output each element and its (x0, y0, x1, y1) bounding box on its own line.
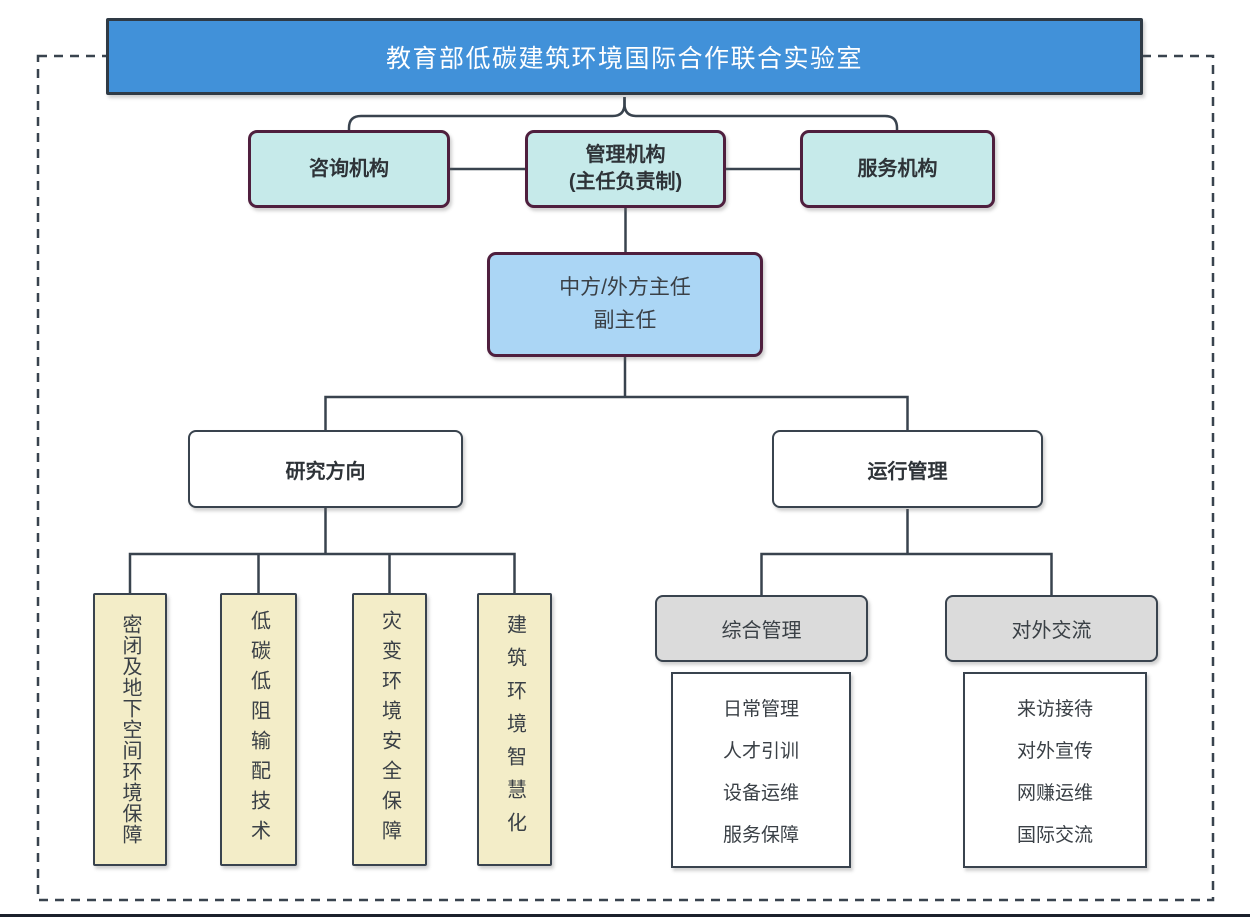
service-agency-box: 服务机构 (800, 130, 995, 208)
consulting-agency-box: 咨询机构 (248, 130, 450, 208)
research-area-enclosed-underground: 密闭及地下空间环境保障 (93, 593, 167, 866)
connector-title-left (347, 97, 626, 131)
management-agency-box: 管理机构 (主任负责制) (525, 130, 726, 208)
list-item: 来访接待 (1016, 698, 1093, 720)
research-area-low-carbon-transport: 低碳低阻输配技术 (220, 593, 297, 866)
connector-research-branch (128, 552, 516, 594)
lab-title: 教育部低碳建筑环境国际合作联合实验室 (106, 18, 1143, 95)
general-management-box: 综合管理 (655, 595, 868, 662)
directors-box: 中方/外方主任 副主任 (487, 252, 763, 357)
list-item: 对外宣传 (1016, 740, 1093, 762)
connector-director-branch (324, 395, 909, 432)
list-item: 设备运维 (722, 782, 799, 804)
list-item: 日常管理 (722, 698, 799, 720)
operation-management-box: 运行管理 (772, 430, 1043, 508)
external-exchange-items: 来访接待 对外宣传 网赚运维 国际交流 (963, 672, 1147, 868)
external-exchange-box: 对外交流 (945, 595, 1158, 662)
connector-operations-branch (760, 552, 1053, 596)
research-direction-box: 研究方向 (188, 430, 463, 508)
list-item: 服务保障 (722, 824, 799, 846)
screenshot-bottom-rule (0, 914, 1250, 917)
research-area-disaster-safety: 灾变环境安全保障 (352, 593, 427, 866)
list-item: 网赚运维 (1016, 782, 1093, 804)
list-item: 人才引训 (722, 740, 799, 762)
dashed-frame (36, 54, 1215, 902)
management-agency-label: 管理机构 (主任负责制) (568, 144, 683, 193)
general-management-items: 日常管理 人才引训 设备运维 服务保障 (671, 672, 851, 868)
research-area-smart-building: 建筑环境智慧化 (477, 593, 552, 866)
directors-label: 中方/外方主任 副主任 (559, 275, 691, 332)
connector-title-right (623, 97, 899, 131)
list-item: 国际交流 (1016, 824, 1093, 846)
